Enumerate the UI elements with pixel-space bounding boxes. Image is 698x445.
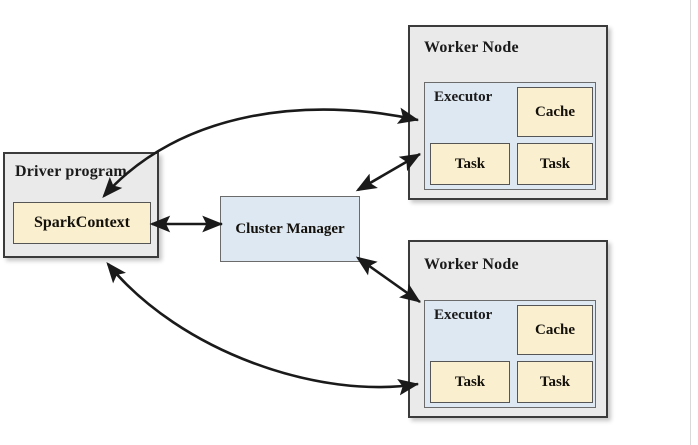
worker-node-1-executor-label: Executor	[434, 89, 493, 105]
worker-node-1-cache-box: Cache	[517, 87, 593, 137]
worker-node-2-executor-box: Executor Cache Task Task	[424, 300, 596, 408]
worker-node-1-task-2: Task	[517, 143, 593, 185]
arrow-sparkcontext-worker2	[106, 261, 420, 396]
driver-program-title: Driver program	[15, 163, 127, 180]
page-edge-line	[690, 0, 691, 445]
worker-node-2-task-1: Task	[430, 361, 510, 403]
driver-program-box: Driver program SparkContext	[3, 152, 159, 258]
spark-context-box: SparkContext	[13, 202, 151, 244]
worker-node-2-executor-label: Executor	[434, 307, 493, 323]
worker-node-2-task-2: Task	[517, 361, 593, 403]
worker-node-2-cache-box: Cache	[517, 305, 593, 355]
worker-node-2-box: Worker Node Executor Cache Task Task	[408, 240, 608, 418]
worker-node-1-executor-box: Executor Cache Task Task	[424, 82, 596, 190]
worker-node-1-title: Worker Node	[424, 39, 519, 56]
worker-node-1-box: Worker Node Executor Cache Task Task	[408, 25, 608, 200]
worker-node-2-title: Worker Node	[424, 256, 519, 273]
worker-node-1-task-1: Task	[430, 143, 510, 185]
cluster-manager-box: Cluster Manager	[220, 196, 360, 262]
